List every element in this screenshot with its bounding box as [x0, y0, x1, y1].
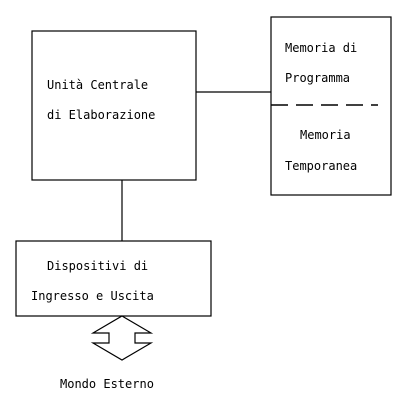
cpu-box — [31, 30, 197, 181]
temporary-memory-label-line1: Memoria — [300, 128, 351, 142]
external-world-label: Mondo Esterno — [60, 377, 154, 391]
temporary-memory-label-line2: Temporanea — [285, 159, 357, 173]
cpu-label-line1: Unità Centrale — [47, 78, 148, 92]
cpu-label-line2: di Elaborazione — [47, 108, 155, 122]
io-box — [15, 240, 212, 317]
io-label-line1: Dispositivi di — [47, 259, 148, 273]
program-memory-label-line2: Programma — [285, 71, 350, 85]
memory-box — [270, 16, 392, 196]
program-memory-label-line1: Memoria di — [285, 41, 357, 55]
io-label-line2: Ingresso e Uscita — [31, 289, 154, 303]
bidirectional-arrow-icon — [90, 315, 154, 361]
